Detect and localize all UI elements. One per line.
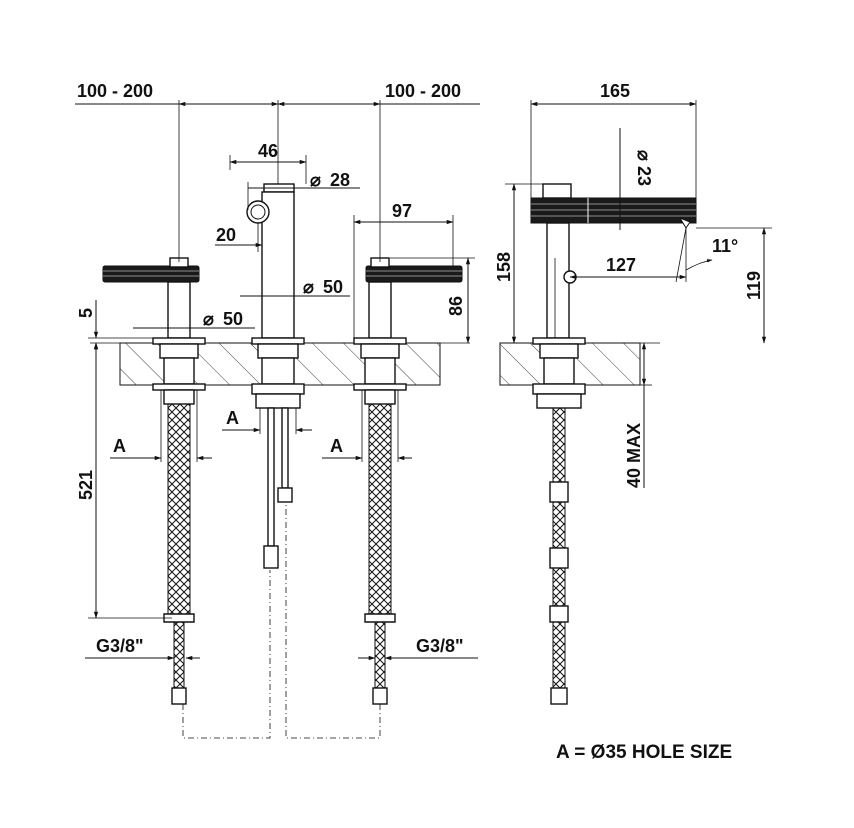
dim-handle-base-dia: 50 [223,309,243,329]
dim-outlet-reach: 127 [606,255,636,275]
left-supply-hose [167,403,191,615]
dim-left-spacing: 100 - 200 [77,81,153,101]
hole-label-left: A [113,436,126,456]
dim-base-thickness: 5 [76,308,96,318]
dim-spout-base-dia: 50 [323,277,343,297]
svg-text:⌀: ⌀ [310,170,321,190]
svg-text:⌀: ⌀ [303,277,314,297]
dim-outlet-height: 119 [744,271,764,300]
dim-outlet-dia: 23 [634,166,654,186]
hole-size-note: A = Ø35 HOLE SIZE [556,742,732,763]
dim-spout-width: 46 [258,141,278,161]
dim-outlet-angle: 11° [712,236,738,256]
dim-hose-length: 521 [76,470,96,500]
side-spout-outlet [530,197,697,224]
connection-left: G3/8" [96,636,144,656]
left-handle-valve [102,257,206,705]
front-view: 100 - 200 100 - 200 46 ⌀ 28 20 ⌀ 50 ⌀ 50… [75,81,480,739]
svg-text:⌀: ⌀ [634,150,654,161]
dim-aerator-offset: 20 [216,225,236,245]
dim-right-spacing: 100 - 200 [385,81,461,101]
dim-handle-height: 86 [446,296,466,316]
left-handle-lever [102,265,200,283]
hole-label-right: A [330,436,343,456]
right-handle-valve [353,257,463,705]
dim-projection: 165 [600,81,630,101]
dim-handle-width: 97 [392,201,412,221]
side-view: 165 ⌀ 23 158 127 11° 119 40 MAX [494,81,772,705]
dim-deck-thickness: 40 MAX [624,423,644,488]
dim-total-height: 158 [494,252,514,282]
right-handle-lever [365,265,463,283]
connection-path [182,570,271,739]
right-supply-hose [368,403,392,615]
hole-label-center: A [226,408,239,428]
connection-right: G3/8" [416,636,464,656]
dim-spout-dia: 28 [330,170,350,190]
svg-text:⌀: ⌀ [203,309,214,329]
